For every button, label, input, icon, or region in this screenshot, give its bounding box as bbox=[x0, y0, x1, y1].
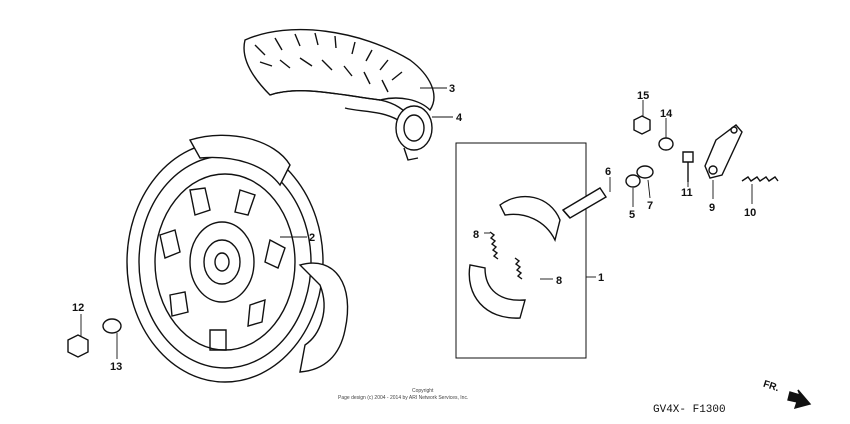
callout-11: 11 bbox=[681, 187, 693, 199]
callout-10: 10 bbox=[744, 207, 756, 219]
copyright-heading: Copyright bbox=[412, 388, 434, 394]
brake-arm bbox=[704, 124, 743, 179]
bolt-11 bbox=[682, 151, 694, 182]
callout-7: 7 bbox=[647, 200, 653, 212]
assembly-box bbox=[455, 142, 587, 359]
inner-tube bbox=[344, 105, 433, 161]
direction-arrow bbox=[787, 389, 812, 410]
callout-5: 5 bbox=[629, 209, 635, 221]
washer-13 bbox=[102, 318, 122, 334]
nut-15 bbox=[633, 115, 651, 135]
leader-lines bbox=[80, 87, 753, 359]
callout-8b: 8 bbox=[556, 275, 562, 287]
brake-shoes bbox=[468, 195, 561, 319]
nut-12 bbox=[67, 334, 89, 358]
seal-7 bbox=[636, 165, 654, 179]
callout-8a: 8 bbox=[473, 229, 479, 241]
copyright-text: Page design (c) 2004 - 2014 by ARI Netwo… bbox=[338, 395, 469, 401]
callout-15: 15 bbox=[637, 90, 649, 102]
collar-14 bbox=[658, 137, 674, 151]
callout-6: 6 bbox=[605, 166, 611, 178]
callout-4: 4 bbox=[456, 112, 463, 124]
callout-12: 12 bbox=[72, 302, 84, 314]
callout-3: 3 bbox=[449, 83, 455, 95]
callout-2: 2 bbox=[309, 232, 315, 244]
callout-9: 9 bbox=[709, 202, 715, 214]
return-spring-10 bbox=[741, 176, 779, 182]
diagram-code: GV4X- F1300 bbox=[653, 404, 726, 416]
tire bbox=[243, 28, 435, 119]
callout-13: 13 bbox=[110, 361, 122, 373]
callout-14: 14 bbox=[660, 108, 673, 120]
washer-5 bbox=[625, 174, 641, 188]
brake-cam bbox=[561, 187, 607, 219]
springs bbox=[489, 231, 523, 280]
wheel-hub bbox=[126, 134, 349, 383]
callout-1: 1 bbox=[598, 272, 604, 284]
